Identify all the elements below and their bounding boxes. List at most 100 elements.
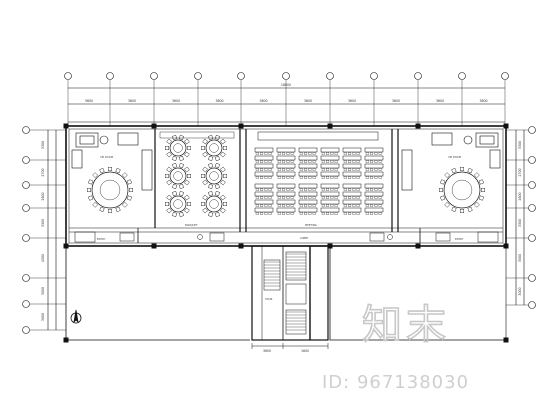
corridor-dim-1: 3600 <box>263 349 271 353</box>
dimension-label: 3000 <box>518 287 522 295</box>
entry-right-label: ENTRY <box>455 237 464 241</box>
seat <box>343 176 347 179</box>
seat <box>286 152 290 155</box>
chair <box>202 151 208 158</box>
seat <box>356 168 360 171</box>
seat <box>260 188 264 191</box>
seat <box>299 212 303 215</box>
seat <box>304 168 308 171</box>
chair <box>478 195 485 201</box>
chair <box>128 187 133 192</box>
desk-row <box>320 191 340 197</box>
desk-row <box>254 147 274 153</box>
desk-row <box>364 155 384 161</box>
dimension-label: 3000 <box>41 313 45 321</box>
table-top <box>205 167 223 185</box>
seat <box>343 168 347 171</box>
column <box>327 243 333 249</box>
chair <box>165 146 170 151</box>
seat <box>326 188 330 191</box>
seat <box>343 160 347 163</box>
desk-row <box>298 155 318 161</box>
seat <box>312 168 316 171</box>
desk-row <box>276 163 296 169</box>
seat <box>312 176 316 179</box>
seat <box>260 152 264 155</box>
desk-row <box>276 183 296 189</box>
seat <box>286 176 290 179</box>
seat <box>282 188 286 191</box>
seat <box>343 152 347 155</box>
banquet-room <box>159 131 235 217</box>
seat <box>264 160 268 163</box>
seat <box>348 188 352 191</box>
dimension-label: 4500 <box>41 254 45 262</box>
grid-bubble-top <box>282 72 290 80</box>
chair <box>92 202 98 208</box>
seat <box>321 152 325 155</box>
desk-row <box>254 207 274 213</box>
chair <box>208 155 214 161</box>
seat <box>352 196 356 199</box>
grid-bubble-left <box>22 181 30 189</box>
chair <box>166 194 172 201</box>
seat <box>348 152 352 155</box>
chair <box>87 195 94 201</box>
grid-bubble-right <box>528 156 536 164</box>
table-top <box>169 139 187 157</box>
seat <box>312 152 316 155</box>
chair <box>115 206 121 213</box>
desk-row <box>320 207 340 213</box>
chair <box>220 207 226 214</box>
seat <box>299 152 303 155</box>
seat <box>343 196 347 199</box>
desk-row <box>276 199 296 205</box>
grid-bubble-top <box>106 72 114 80</box>
chair <box>214 155 220 161</box>
grid-bubble-right <box>528 126 536 134</box>
desk-row <box>276 171 296 177</box>
chair <box>165 174 170 179</box>
chair <box>186 201 191 206</box>
seat <box>308 212 312 215</box>
grid-bubble-top <box>64 72 72 80</box>
dimension-label: 5600 <box>85 99 93 103</box>
desk-row <box>254 171 274 177</box>
seat <box>374 152 378 155</box>
seat <box>343 212 347 215</box>
seat <box>286 168 290 171</box>
seat <box>312 160 316 163</box>
seat <box>260 212 264 215</box>
seat <box>308 204 312 207</box>
chair <box>166 179 172 186</box>
chair <box>87 188 92 193</box>
desk-row <box>342 191 362 197</box>
column <box>63 123 69 129</box>
seat <box>264 196 268 199</box>
seat <box>343 188 347 191</box>
corridor-dim-2: 1600 <box>301 349 309 353</box>
seat <box>308 168 312 171</box>
dimension-label: 3300 <box>518 141 522 149</box>
seat <box>330 160 334 163</box>
table-top <box>169 195 187 213</box>
seat <box>348 176 352 179</box>
seat <box>312 212 316 215</box>
chair <box>214 183 220 189</box>
seat <box>312 196 316 199</box>
desk-row <box>364 199 384 205</box>
seat <box>365 204 369 207</box>
seat <box>348 168 352 171</box>
seat <box>326 152 330 155</box>
seat <box>255 212 259 215</box>
dimension-label: 3300 <box>518 219 522 227</box>
seat <box>299 204 303 207</box>
right-vip-label: VIP ROOM <box>448 155 461 159</box>
seat <box>277 212 281 215</box>
desk-row <box>342 171 362 177</box>
grid-bubble-left <box>22 300 30 308</box>
dimension-label: 3000 <box>518 254 522 262</box>
seat <box>290 204 294 207</box>
